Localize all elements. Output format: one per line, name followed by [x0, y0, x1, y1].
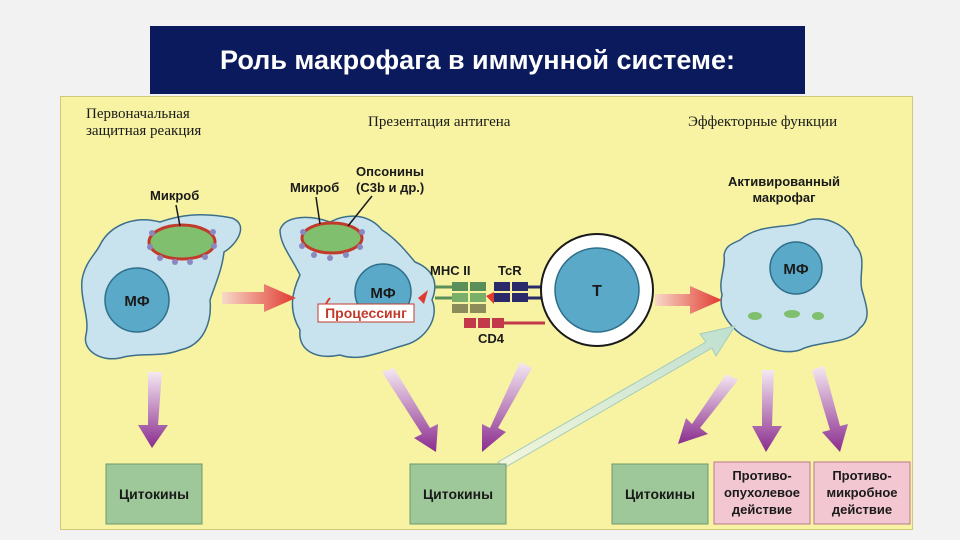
mf-label-1: МФ	[124, 293, 149, 310]
mf-label-3: МФ	[783, 261, 808, 278]
antimicrobial-line1: Противо-	[832, 468, 891, 483]
processing-box	[317, 303, 415, 323]
section-effector: Эффекторные функции	[688, 114, 837, 130]
arrow-cytokines-2b	[482, 362, 532, 452]
activated-label-line2: макрофаг	[752, 190, 816, 205]
microbe-pointer-2	[315, 196, 321, 225]
cd4-label: CD4	[478, 331, 505, 346]
arrow-cytokines-2a	[382, 368, 438, 452]
cytokines-label-3: Цитокины	[625, 486, 695, 502]
cytokines-label-2: Цитокины	[423, 486, 493, 502]
section-primary-line2: защитная реакция	[86, 123, 201, 139]
tcr-label: TcR	[498, 263, 522, 278]
antitumor-box	[713, 461, 811, 525]
antitumor-line1: Противо-	[732, 468, 791, 483]
section-primary-line1: Первоначальная	[86, 106, 190, 122]
processing-label: Процессинг	[325, 305, 407, 321]
arrow-cytokines-1	[138, 372, 168, 448]
arrow-to-macrophage-2	[222, 284, 296, 312]
macrophage-1	[81, 214, 242, 360]
activated-macrophage	[720, 218, 868, 353]
opsonins-label-line1: Опсонины	[356, 164, 424, 179]
antimicrobial-line3: действие	[832, 502, 892, 517]
section-presentation: Презентация антигена	[368, 114, 511, 130]
activated-label-line1: Активированный	[728, 174, 840, 189]
macrophage-2	[279, 215, 436, 359]
cytokines-box-2	[409, 463, 507, 525]
t-cell-label: T	[592, 283, 602, 300]
t-cell	[540, 233, 654, 347]
opsonins-pointer	[347, 195, 373, 227]
cytokines-label-1: Цитокины	[119, 486, 189, 502]
arrow-cytokines-to-activated	[497, 325, 737, 469]
mf-label-2: МФ	[370, 285, 395, 302]
page-title: Роль макрофага в иммунной системе:	[220, 44, 735, 75]
arrow-to-activated	[655, 286, 722, 314]
cytokines-box-1	[105, 463, 203, 525]
cytokines-box-3	[611, 463, 709, 525]
antitumor-line2: опухолевое	[724, 485, 800, 500]
microbe-label-1: Микроб	[150, 188, 199, 203]
arrow-cytokines-3	[678, 374, 738, 444]
antimicrobial-line2: микробное	[826, 485, 897, 500]
receptor-complex	[435, 282, 545, 328]
opsonins-label-line2: (C3b и др.)	[356, 180, 424, 195]
antitumor-line3: действие	[732, 502, 792, 517]
mhc-label: MHC II	[430, 263, 470, 278]
arrow-antimicrobial	[812, 366, 848, 452]
title-banner: Роль макрофага в иммунной системе:	[150, 26, 805, 94]
antimicrobial-box	[813, 461, 911, 525]
microbe-label-2: Микроб	[290, 180, 339, 195]
arrow-antitumor	[752, 370, 782, 452]
microbe-pointer-1	[175, 204, 181, 227]
